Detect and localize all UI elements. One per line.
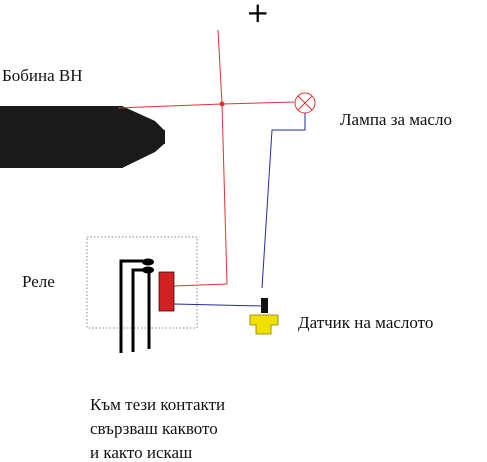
coil-label: Бобина ВН	[2, 66, 83, 85]
lamp-cross-circle-icon	[294, 92, 316, 114]
positive-wire	[117, 29, 295, 287]
relay-housing	[86, 236, 198, 329]
relay-contacts	[119, 259, 151, 353]
wire-junction	[219, 101, 225, 107]
note-line-2: свързваш каквото	[90, 419, 218, 438]
note-line-3: и както искаш	[90, 443, 192, 462]
plus-terminal-label: +	[246, 0, 269, 29]
relay-coil	[158, 271, 175, 312]
signal-wire	[173, 113, 306, 307]
relay-label: Реле	[22, 272, 55, 291]
oil-pressure-sensor-icon	[249, 298, 279, 335]
note-line-1: Към тези контакти	[90, 395, 225, 414]
lamp-label: Лампа за масло	[340, 110, 452, 129]
sensor-label: Датчик на маслото	[298, 313, 433, 332]
ignition-coil-icon	[0, 106, 165, 168]
relay-contact-points	[142, 258, 154, 274]
